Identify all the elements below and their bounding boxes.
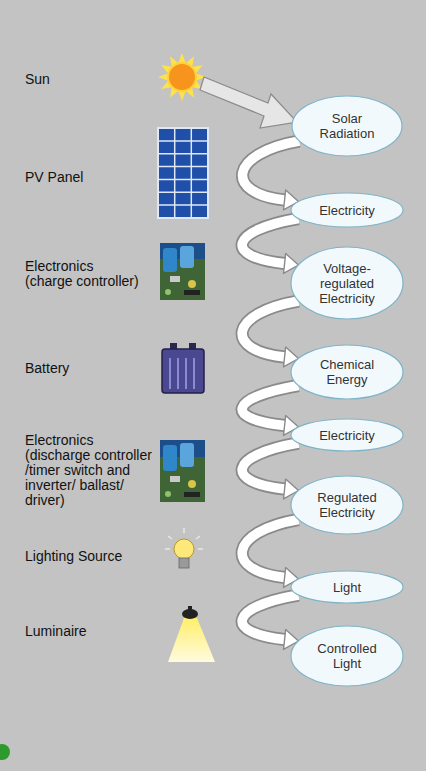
component-shape bbox=[188, 480, 196, 488]
component-name: Battery bbox=[25, 361, 125, 376]
ellipse-shape bbox=[291, 626, 403, 686]
bulb-glass bbox=[174, 539, 194, 559]
capacitor-shape bbox=[163, 445, 177, 471]
energy-label: Voltage-regulated Electricity bbox=[305, 261, 389, 306]
arrow-outline bbox=[242, 520, 298, 578]
energy-ellipse: Light bbox=[290, 570, 404, 604]
lamp-stem bbox=[188, 606, 192, 611]
panel-grid bbox=[158, 179, 208, 181]
energy-label: Solar Radiation bbox=[305, 111, 389, 141]
component-name: Electronics (discharge controller /timer… bbox=[25, 433, 157, 508]
energy-label: Electricity bbox=[305, 428, 389, 443]
component-shape bbox=[188, 280, 196, 288]
energy-label: Electricity bbox=[305, 203, 389, 218]
panel-grid bbox=[158, 192, 208, 194]
panel-grid bbox=[158, 204, 208, 206]
battery-stripe bbox=[185, 358, 187, 389]
flow-arrow bbox=[242, 219, 298, 274]
battery-icon bbox=[162, 343, 204, 393]
flow-arrow bbox=[242, 301, 298, 367]
component-shape bbox=[170, 476, 180, 482]
flow-arrow bbox=[242, 386, 298, 436]
ellipse-shape bbox=[292, 96, 402, 156]
energy-ellipse: Chemical Energy bbox=[290, 344, 404, 400]
energy-ellipse: Electricity bbox=[290, 192, 404, 228]
arrow-body bbox=[242, 301, 298, 357]
arrow-body bbox=[242, 520, 298, 578]
battery-stripe bbox=[169, 358, 171, 389]
panel-grid bbox=[158, 153, 208, 155]
energy-ellipse: Solar Radiation bbox=[291, 95, 403, 157]
panel-grid bbox=[158, 166, 208, 168]
battery-body bbox=[162, 349, 204, 393]
flow-arrow bbox=[242, 595, 298, 649]
corner-dot bbox=[0, 744, 10, 760]
flow-arrow bbox=[242, 520, 298, 588]
component-shape bbox=[165, 491, 171, 497]
bulb-ray bbox=[165, 548, 170, 550]
bulb-ray bbox=[168, 536, 172, 539]
energy-ellipse: Electricity bbox=[290, 418, 404, 452]
component-name: Sun bbox=[25, 72, 125, 87]
arrow-body bbox=[243, 141, 300, 200]
component-name: Luminaire bbox=[25, 624, 125, 639]
ellipse-shape bbox=[291, 476, 403, 534]
light-cone bbox=[168, 618, 215, 662]
energy-label: Controlled Light bbox=[305, 641, 389, 671]
sun-icon bbox=[158, 53, 206, 101]
ellipse-shape bbox=[291, 193, 403, 227]
ellipse-shape bbox=[291, 247, 403, 319]
electronics-photo bbox=[160, 440, 205, 502]
photo-background bbox=[160, 440, 205, 502]
energy-ellipse: Controlled Light bbox=[290, 625, 404, 687]
bulb-ray bbox=[198, 548, 203, 550]
component-shape bbox=[184, 290, 200, 295]
bulb-ray bbox=[183, 528, 185, 533]
energy-label: Chemical Energy bbox=[305, 357, 389, 387]
panel-frame bbox=[158, 128, 208, 218]
energy-ellipse: Voltage-regulated Electricity bbox=[290, 246, 404, 320]
bulb-icon bbox=[165, 528, 203, 568]
pv-panel-icon bbox=[158, 128, 208, 218]
battery-stripe bbox=[193, 358, 195, 389]
electronics-photo bbox=[160, 243, 205, 300]
ellipse-shape bbox=[291, 571, 403, 603]
battery-stripe bbox=[177, 358, 179, 389]
component-shape bbox=[170, 276, 180, 282]
arrow-outline bbox=[242, 301, 298, 357]
capacitor-shape bbox=[180, 246, 194, 268]
capacitor-shape bbox=[163, 248, 177, 272]
capacitor-shape bbox=[180, 443, 194, 467]
photo-background bbox=[160, 243, 205, 300]
ellipse-shape bbox=[291, 345, 403, 399]
component-shape bbox=[184, 492, 200, 497]
flow-arrow bbox=[242, 443, 298, 499]
energy-ellipse: Regulated Electricity bbox=[290, 475, 404, 535]
flow-arrow bbox=[243, 141, 300, 210]
sun-disc bbox=[168, 63, 196, 91]
component-name: Lighting Source bbox=[25, 549, 145, 564]
bulb-ray bbox=[196, 536, 200, 539]
panel-grid bbox=[158, 140, 208, 142]
luminaire-icon bbox=[168, 606, 215, 662]
ellipse-shape bbox=[291, 419, 403, 451]
component-name: PV Panel bbox=[25, 170, 125, 185]
bulb-base bbox=[179, 558, 189, 568]
energy-label: Regulated Electricity bbox=[305, 490, 389, 520]
component-shape bbox=[165, 289, 171, 295]
arrow-outline bbox=[243, 141, 300, 200]
component-name: Electronics (charge controller) bbox=[25, 259, 142, 289]
energy-label: Light bbox=[305, 580, 389, 595]
radiation-arrow bbox=[200, 77, 297, 128]
